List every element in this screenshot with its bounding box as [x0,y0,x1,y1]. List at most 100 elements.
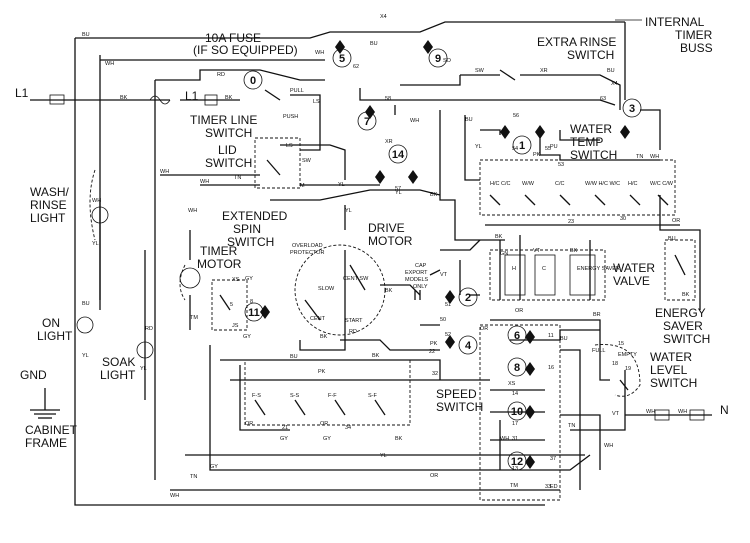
drive-motor-line2: MOTOR [368,234,413,248]
wire-code: OR [672,218,680,224]
internal-timer-buss-line1: INTERNAL [645,15,705,29]
svg-text:6: 6 [514,330,520,342]
n-label: N [720,403,729,417]
wire-code: XR [385,139,393,145]
wire-code: SLOW [318,286,335,292]
wire-code: OR [515,308,523,314]
wire-code: XS [232,277,240,283]
wire-code: GY [280,436,288,442]
cap-export-line3: MODELS [405,277,429,283]
wire-code: BU [607,68,615,74]
extended-spin-line3: SWITCH [227,235,274,249]
wire-code: WH [315,50,324,56]
wire-code: PUSH [283,114,298,120]
terminal-number: 8 [250,299,253,305]
wire-code: X4 [380,14,387,20]
wire-code: SO [443,58,452,64]
terminal-number: 34 [345,425,351,431]
wire-code: BU [370,41,378,47]
marker [525,362,535,376]
marker [335,40,345,54]
speed-switch-line2: SWITCH [436,400,483,414]
svg-text:5: 5 [339,53,345,65]
marker [365,105,375,119]
water-temp-switch-line3: SWITCH [570,148,617,162]
wire-code: BU [668,236,676,242]
wire-code: OR [245,421,253,427]
wire-code: PULL [290,88,304,94]
speed-pos-4: S-F [368,393,378,399]
timer-line-switch-line2: SWITCH [205,126,252,140]
wire-code: BK [430,192,438,198]
terminal-number: 57 [395,186,401,192]
marker [423,40,433,54]
energy-saver-box [664,239,696,301]
water-temp-switch-line2: TEMP [570,135,603,149]
fuse-symbol [149,95,171,105]
wire-code: XS [508,381,516,387]
energy-saver-line3: SWITCH [663,332,710,346]
extra-rinse-line1: EXTRA RINSE [537,35,616,49]
wire-code: BK [320,334,328,340]
wire-code: C [542,266,546,272]
wire-code: PK [318,369,326,375]
drive-motor-line1: DRIVE [368,221,405,235]
marker [620,125,630,139]
fuse-label-line2: (IF SO EQUIPPED) [193,43,298,57]
speed-switch-positions: F-S S-S F-F S-F [252,393,378,399]
terminal-number: 51 [445,302,451,308]
terminal-number: 19 [625,366,631,372]
wire-code: PK [430,341,438,347]
svg-text:12: 12 [511,456,523,468]
wire-code: START [345,318,363,324]
components [30,94,705,421]
drive-motor-outline [294,244,386,336]
lid-switch-box [254,137,301,189]
terminal-numbers: 62 58 56 63 55 54 53 57 51 52 11 16 31 2… [230,64,631,490]
wire-code: GY [210,464,218,470]
wire-code: CENT [310,316,326,322]
switch-9: 9 [428,48,448,68]
wire-code: BK [385,288,393,294]
wire-code: RD [145,326,153,332]
svg-text:14: 14 [392,149,405,161]
wire-code: CENT SW [343,276,369,282]
wire-code: JS [232,323,239,329]
switch-6: 6 [507,325,527,345]
terminal-number: 18 [612,361,618,367]
terminal-number: 58 [385,96,391,102]
water-level-outline [594,344,641,397]
wire-code: RD [349,329,357,335]
svg-text:7: 7 [364,116,370,128]
wire-code: GY [245,276,253,282]
wire-code: TN [190,474,197,480]
extended-spin-line2: SPIN [233,222,261,236]
terminal-number: 5 [230,302,233,308]
terminal-number: 16 [548,365,554,371]
terminal-number: 55 [545,146,551,152]
wire-code: WH [410,118,419,124]
n-connector-1 [654,409,670,421]
wire-code: BK [495,234,503,240]
wire-code: BU [82,301,90,307]
terminal-number: 63 [600,96,606,102]
temp-pos-5: H/C [628,181,638,187]
marker [500,125,510,139]
wire-code: WH [650,154,659,160]
cap-export-line4: ONLY [413,284,428,290]
terminal-number: 62 [353,64,359,70]
marker [445,335,455,349]
svg-text:9: 9 [435,53,441,65]
wash-rinse-light-line3: LIGHT [30,211,66,225]
n-connector-2 [689,409,705,421]
wire-code: BK [570,248,578,254]
terminal-number: 31 [512,436,518,442]
wire-code: WH [105,61,114,67]
temp-pos-1: H/C C/C [490,181,511,187]
wire-code: TN [234,175,241,181]
terminal-number: 11 [548,333,554,339]
wire-code: TM [510,483,518,489]
wire-code: YL [380,453,387,459]
speed-switch-box [479,324,561,501]
switch-1: 1 [512,135,532,155]
